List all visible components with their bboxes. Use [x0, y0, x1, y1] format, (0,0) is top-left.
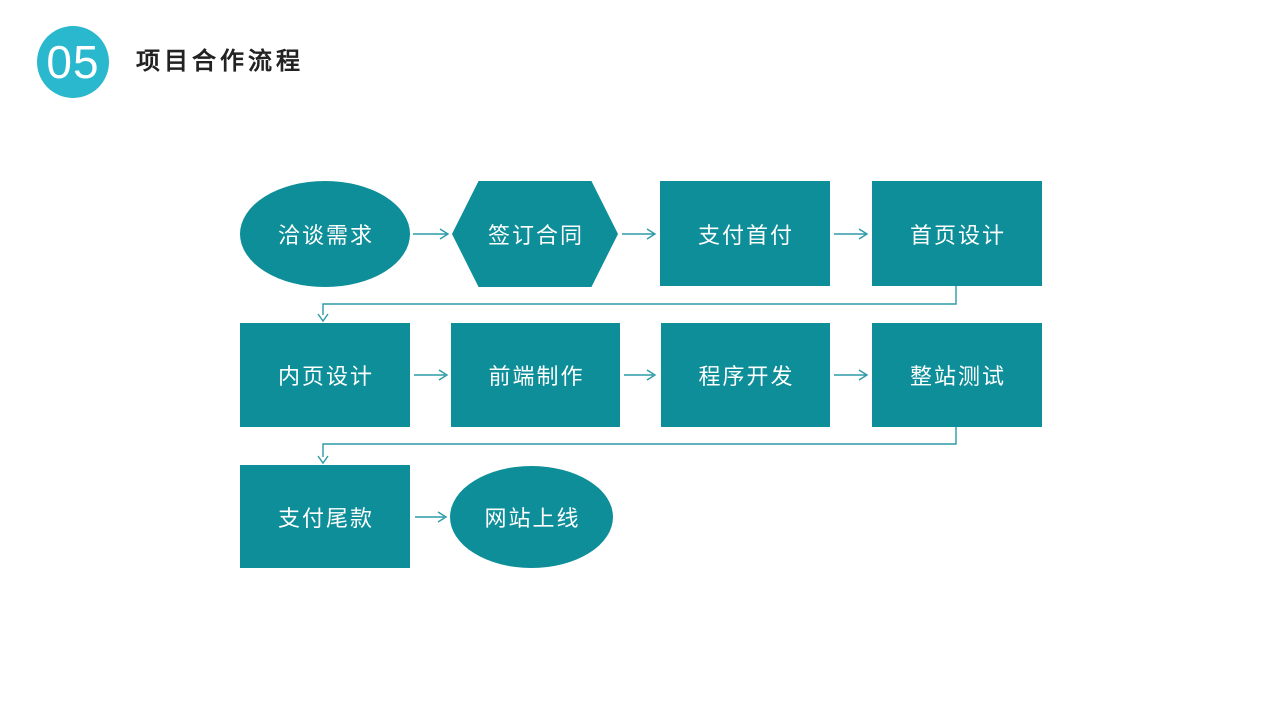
- node-website-launch: 网站上线: [450, 466, 613, 568]
- node-pay-first-payment: 支付首付: [660, 181, 830, 286]
- node-label: 前端制作: [488, 364, 585, 389]
- node-label: 程序开发: [698, 364, 795, 389]
- arrow-contract-to-first-payment: [622, 228, 657, 240]
- node-full-site-testing: 整站测试: [872, 323, 1042, 427]
- connector-homepage-to-inner-page: [317, 286, 957, 323]
- arrow-frontend-to-development: [624, 369, 657, 381]
- node-frontend-production: 前端制作: [451, 323, 620, 427]
- node-label: 签订合同: [487, 223, 584, 248]
- node-pay-final-payment: 支付尾款: [240, 465, 410, 568]
- node-label: 网站上线: [484, 506, 581, 531]
- section-number: 05: [46, 36, 100, 88]
- node-label: 内页设计: [277, 364, 374, 389]
- node-program-development: 程序开发: [661, 323, 830, 427]
- node-label: 支付尾款: [277, 505, 374, 531]
- connector-testing-to-final-payment: [317, 427, 957, 465]
- node-negotiate-requirements: 洽谈需求: [240, 181, 410, 287]
- arrow-negotiate-to-contract: [413, 228, 450, 240]
- node-sign-contract: 签订合同: [452, 181, 618, 287]
- node-label: 首页设计: [909, 222, 1006, 248]
- node-homepage-design: 首页设计: [872, 181, 1042, 286]
- arrow-final-payment-to-launch: [415, 511, 448, 523]
- node-label: 整站测试: [909, 364, 1006, 389]
- page-title: 项目合作流程: [136, 48, 304, 75]
- arrow-first-payment-to-homepage: [834, 228, 869, 240]
- node-label: 洽谈需求: [277, 223, 374, 248]
- node-inner-page-design: 内页设计: [240, 323, 410, 427]
- arrow-inner-page-to-frontend: [414, 369, 449, 381]
- arrow-development-to-testing: [834, 369, 869, 381]
- node-label: 支付首付: [697, 222, 794, 248]
- section-number-badge: 05: [37, 26, 109, 98]
